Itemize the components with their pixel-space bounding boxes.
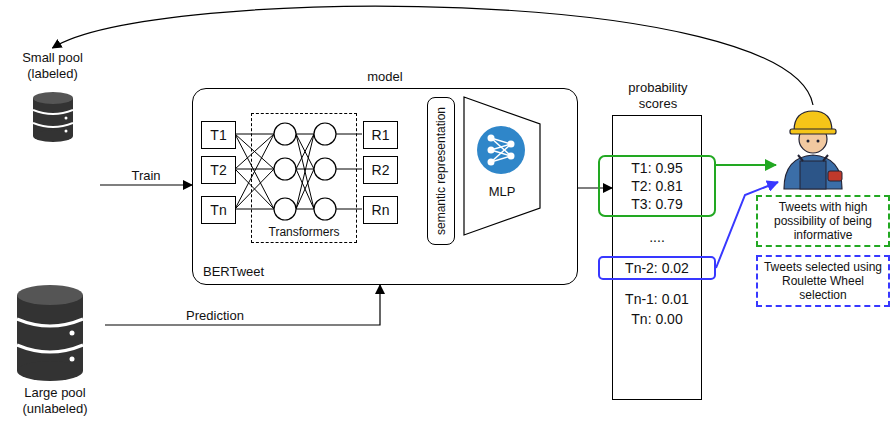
high-score-group: T1: 0.95T2: 0.81T3: 0.79 bbox=[598, 155, 716, 217]
node-text: Tn bbox=[210, 202, 226, 218]
node-text: Transformers bbox=[252, 225, 356, 239]
node-text: T1: 0.95 bbox=[631, 159, 682, 177]
node-text: Rn bbox=[372, 202, 390, 218]
node-text: T3: 0.79 bbox=[631, 195, 682, 213]
representation-box: R1 bbox=[363, 121, 398, 149]
connector-arrow bbox=[53, 6, 814, 105]
node-text: Tn-1: 0.01 bbox=[613, 291, 701, 307]
token-box: T1 bbox=[201, 121, 236, 149]
edge-label: Prediction bbox=[183, 308, 247, 323]
node-text: Large pool (unlabeled) bbox=[5, 385, 105, 417]
mlp-trapezoid bbox=[463, 96, 541, 236]
mlp-trapezoid: MLP bbox=[463, 96, 541, 236]
connector-arrow bbox=[105, 285, 380, 325]
node-text: .... bbox=[613, 229, 701, 245]
annotator-icon bbox=[776, 105, 850, 190]
database-icon bbox=[17, 285, 83, 381]
node-text: semantic representation bbox=[434, 107, 448, 235]
node-text: Tweets with high possibility of being in… bbox=[761, 200, 885, 242]
token-box: T2 bbox=[201, 156, 236, 184]
representation-box: Rn bbox=[363, 196, 398, 224]
node-text: MLP bbox=[463, 184, 541, 199]
connector-arrow bbox=[716, 164, 776, 166]
node-text: BERTweet bbox=[203, 264, 264, 279]
node-text: T2 bbox=[210, 162, 226, 178]
node-text: Small pool (labeled) bbox=[5, 50, 100, 82]
database-icon: Large pool (unlabeled) bbox=[5, 285, 105, 430]
node-text: T2: 0.81 bbox=[631, 177, 682, 195]
annotator-icon bbox=[776, 105, 850, 190]
connector-arrow bbox=[100, 184, 192, 185]
node-text: T1 bbox=[210, 127, 226, 143]
representation-box: R2 bbox=[363, 156, 398, 184]
database-icon bbox=[33, 92, 73, 142]
model-box: modelBERTweetTransformersT1T2TnR1R2Rnsem… bbox=[192, 88, 578, 285]
node-text: R1 bbox=[372, 127, 390, 143]
semantic-box: semantic representation bbox=[427, 97, 455, 245]
node-text: probability scores bbox=[603, 80, 713, 112]
node-text: Tn: 0.00 bbox=[613, 311, 701, 327]
node-text: R2 bbox=[372, 162, 390, 178]
token-box: Tn bbox=[201, 196, 236, 224]
mlp-icon bbox=[477, 126, 525, 174]
node-text: model bbox=[193, 69, 577, 84]
edge-label: Train bbox=[128, 168, 163, 183]
low-score-group: Tn-2: 0.02 bbox=[598, 256, 716, 280]
connector-arrow bbox=[578, 187, 612, 188]
node-text: Tn-2: 0.02 bbox=[625, 259, 689, 277]
note-box: Tweets with high possibility of being in… bbox=[756, 195, 890, 247]
database-icon: Small pool (labeled) bbox=[5, 50, 100, 190]
node-text: Tweets selected using Roulette Wheel sel… bbox=[761, 260, 885, 302]
note-box: Tweets selected using Roulette Wheel sel… bbox=[756, 255, 890, 307]
transformers-box: Transformers bbox=[251, 113, 357, 243]
